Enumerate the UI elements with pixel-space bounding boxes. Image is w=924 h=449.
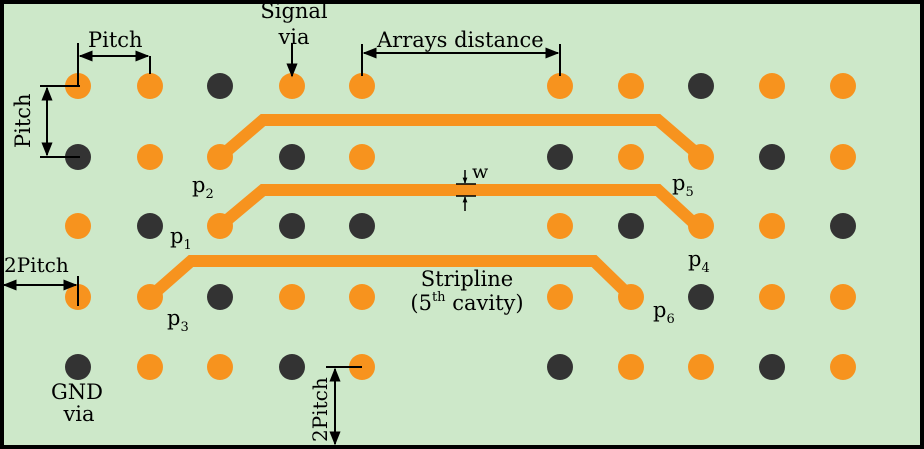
- signal-via-r4-c7: [618, 284, 644, 310]
- trace-p2-p5: [216, 114, 705, 162]
- gnd-via-r4-c3: [207, 284, 233, 310]
- trace-p1-p4: [216, 184, 702, 231]
- gnd-via-r2-c9: [759, 144, 785, 170]
- signal-via-r3-c1: [65, 213, 91, 239]
- port-p1-label: p1: [170, 224, 192, 253]
- gnd-via-r3-c10: [830, 213, 856, 239]
- signal-via-r5-c8: [688, 354, 714, 380]
- signal-via-r3-c3: [207, 213, 233, 239]
- two-pitch-left-label: 2Pitch: [4, 253, 69, 277]
- gnd-via-r4-c8: [688, 284, 714, 310]
- signal-via-r1-c2: [137, 73, 163, 99]
- port-p4-sub: 4: [701, 261, 709, 276]
- signal-via-r4-c5: [349, 284, 375, 310]
- signal-via-r2-c8: [688, 144, 714, 170]
- gnd-via-r3-c7: [618, 213, 644, 239]
- gnd-via-r3-c4: [279, 213, 305, 239]
- gnd-via-r5-c6: [547, 354, 573, 380]
- signal-via-r1-c4: [279, 73, 305, 99]
- signal-via-r5-c3: [207, 354, 233, 380]
- signal-via-r1-c10: [830, 73, 856, 99]
- port-p2-base: p: [192, 173, 205, 197]
- stripline-label-line2: (5th cavity): [410, 290, 523, 315]
- dimension-annotations: [2, 43, 561, 446]
- port-p6-label: p6: [653, 298, 675, 327]
- stripline-open: (5: [410, 291, 432, 315]
- signal-via-r4-c4: [279, 284, 305, 310]
- gnd-via-label-line1: GND: [51, 380, 103, 404]
- port-p5-sub: 5: [685, 185, 693, 200]
- trace-p3-p6: [146, 255, 636, 302]
- pitch-left-label: Pitch: [11, 93, 35, 148]
- port-p4-base: p: [688, 247, 701, 271]
- port-p4-label: p4: [688, 247, 710, 276]
- port-p3-sub: 3: [180, 320, 188, 335]
- port-p2-label: p2: [192, 173, 214, 202]
- gnd-via-r1-c8: [688, 73, 714, 99]
- gnd-via-r5-c4: [279, 354, 305, 380]
- gnd-via-r5-c1: [65, 354, 91, 380]
- port-p6-base: p: [653, 298, 666, 322]
- signal-via-label-line2: via: [277, 25, 309, 49]
- gnd-via-r3-c5: [349, 213, 375, 239]
- port-p1-base: p: [170, 224, 183, 248]
- gnd-via-r5-c9: [759, 354, 785, 380]
- signal-via-r3-c9: [759, 213, 785, 239]
- port-p2-sub: 2: [205, 187, 213, 202]
- signal-via-r1-c7: [618, 73, 644, 99]
- gnd-via-r2-c6: [547, 144, 573, 170]
- signal-via-r4-c6: [547, 284, 573, 310]
- port-p5-label: p5: [672, 171, 694, 200]
- signal-via-r2-c5: [349, 144, 375, 170]
- gnd-via-r2-c4: [279, 144, 305, 170]
- signal-via-r2-c7: [618, 144, 644, 170]
- port-p6-sub: 6: [666, 312, 674, 327]
- signal-via-r2-c2: [137, 144, 163, 170]
- signal-via-r2-c10: [830, 144, 856, 170]
- stripline-close: cavity): [446, 291, 524, 315]
- signal-via-r4-c2: [137, 284, 163, 310]
- signal-via-r5-c10: [830, 354, 856, 380]
- stripline-traces: [146, 114, 705, 302]
- gnd-via-r1-c3: [207, 73, 233, 99]
- via-grid: [65, 73, 856, 380]
- width-label: w: [472, 161, 489, 183]
- signal-via-r5-c7: [618, 354, 644, 380]
- stripline-label-line1: Stripline: [421, 267, 513, 291]
- signal-via-r3-c6: [547, 213, 573, 239]
- gnd-via-r3-c2: [137, 213, 163, 239]
- stripline-sup: th: [432, 290, 446, 305]
- signal-via-label-line1: Signal: [260, 0, 328, 23]
- signal-via-r4-c10: [830, 284, 856, 310]
- signal-via-r1-c5: [349, 73, 375, 99]
- signal-via-r3-c8: [688, 213, 714, 239]
- signal-via-r1-c6: [547, 73, 573, 99]
- two-pitch-bottom-label: 2Pitch: [308, 377, 332, 442]
- port-p5-base: p: [672, 171, 685, 195]
- signal-via-r1-c9: [759, 73, 785, 99]
- port-p3-base: p: [167, 306, 180, 330]
- pitch-top-label: Pitch: [88, 28, 143, 52]
- signal-via-r5-c2: [137, 354, 163, 380]
- labels: Pitch Pitch Signal via Arrays distance w…: [4, 0, 710, 442]
- arrays-distance-label: Arrays distance: [376, 28, 544, 52]
- signal-via-r4-c9: [759, 284, 785, 310]
- port-p3-label: p3: [167, 306, 189, 335]
- gnd-via-label-line2: via: [62, 402, 94, 426]
- signal-via-r2-c3: [207, 144, 233, 170]
- port-p1-sub: 1: [183, 238, 191, 253]
